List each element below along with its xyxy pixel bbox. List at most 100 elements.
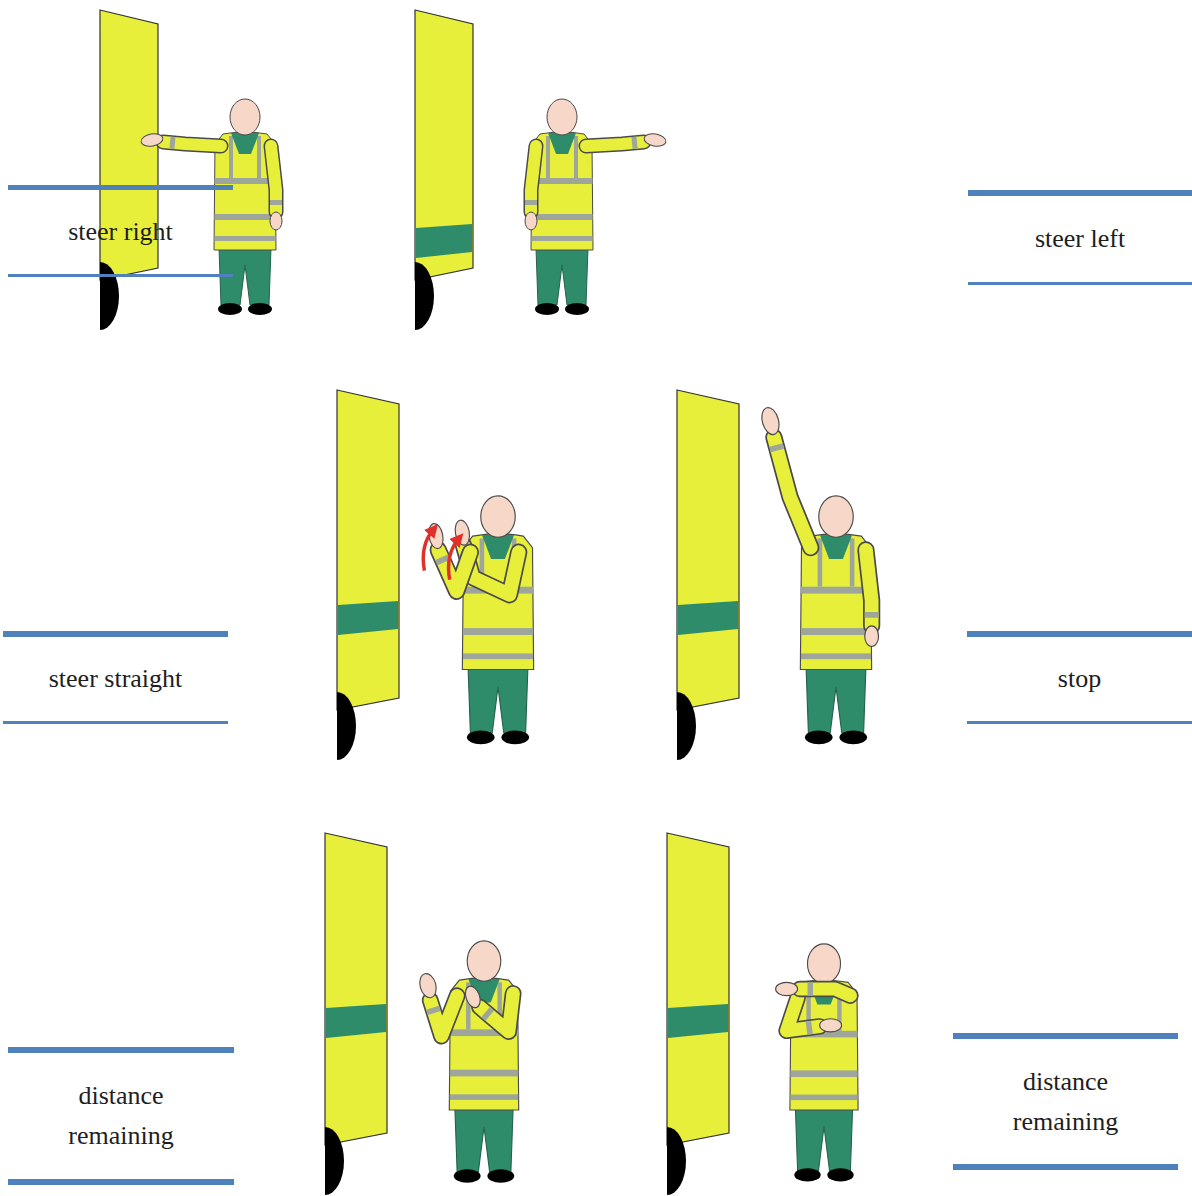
marshal-figure xyxy=(423,496,533,744)
jacket-reflector xyxy=(215,178,276,184)
head xyxy=(547,99,577,135)
vehicle-side xyxy=(100,10,158,330)
signal-label: distance remaining xyxy=(46,1076,196,1156)
sleeve-reflector xyxy=(433,1008,435,1013)
vehicle-wheel xyxy=(325,1127,344,1195)
jacket-reflector xyxy=(532,236,593,241)
sleeve xyxy=(163,142,221,146)
vehicle-side xyxy=(337,390,399,760)
shoe xyxy=(218,303,242,315)
shoe xyxy=(827,1168,853,1181)
jacket-reflector xyxy=(229,136,233,178)
shoe xyxy=(454,1169,481,1182)
sleeve-reflector xyxy=(632,137,637,149)
collar xyxy=(231,133,259,154)
sleeve-outline xyxy=(586,142,644,146)
sleeve-reflector xyxy=(776,445,777,451)
trousers xyxy=(806,667,866,733)
shoe xyxy=(248,303,272,315)
head xyxy=(808,944,841,984)
hand xyxy=(417,972,439,1000)
signal-label: stop xyxy=(970,659,1190,699)
sleeve-outline xyxy=(787,998,820,1031)
vehicle-stripe xyxy=(416,224,472,258)
sleeve-reflector xyxy=(170,137,175,149)
sleeve xyxy=(430,996,457,1036)
jacket-reflector xyxy=(801,628,871,635)
vehicle-wheel xyxy=(667,1127,686,1195)
signal-label: steer straight xyxy=(6,659,226,699)
vehicle-stripe xyxy=(338,601,398,635)
jacket-reflector xyxy=(215,214,276,220)
jacket-reflector xyxy=(790,1070,857,1077)
jacket-reflector xyxy=(463,653,533,659)
signal-label: steer left xyxy=(970,219,1190,259)
shoe xyxy=(839,730,867,744)
jacket-reflector xyxy=(450,1070,518,1077)
sleeve xyxy=(271,146,276,212)
jacket-reflector xyxy=(801,653,871,659)
hand xyxy=(140,132,164,148)
signal-label: distance remaining xyxy=(991,1062,1141,1142)
head xyxy=(467,941,501,981)
jacket-reflector xyxy=(257,136,261,178)
shoe xyxy=(794,1168,820,1181)
head xyxy=(481,496,516,537)
sleeve-reflector xyxy=(486,1012,490,1016)
trousers xyxy=(455,1108,513,1172)
vehicle-wheel xyxy=(337,692,356,760)
vehicle-stripe xyxy=(668,1004,728,1038)
label-band: steer straight xyxy=(3,631,228,724)
hand xyxy=(270,212,282,230)
vehicle-side xyxy=(677,390,739,760)
hand xyxy=(865,626,879,647)
arm xyxy=(140,132,221,148)
hand xyxy=(820,1019,842,1032)
jacket-reflector xyxy=(463,628,533,635)
vehicle-side xyxy=(325,833,387,1195)
label-band: steer right xyxy=(8,185,233,277)
sleeve-outline xyxy=(480,994,514,1032)
arm xyxy=(525,146,537,230)
jacket-reflector xyxy=(850,538,855,586)
jacket-reflector xyxy=(790,1095,857,1101)
marshal-figure xyxy=(776,944,859,1182)
sleeve-outline xyxy=(866,550,872,626)
vehicle-wheel xyxy=(677,692,696,760)
vehicle-side xyxy=(667,833,729,1195)
sleeve-outline xyxy=(271,146,276,212)
sleeve-reflector xyxy=(270,200,282,205)
jacket-reflector xyxy=(450,1094,518,1100)
head xyxy=(819,496,854,537)
arm xyxy=(586,132,667,148)
sleeve-reflector xyxy=(865,612,879,618)
sleeve-reflector xyxy=(807,1021,812,1035)
vehicle-stripe xyxy=(678,601,738,635)
jacket-reflector xyxy=(801,587,871,594)
sleeve xyxy=(586,142,644,146)
shoe xyxy=(535,303,559,315)
sleeve xyxy=(787,998,820,1031)
sleeve xyxy=(438,550,470,591)
sleeve xyxy=(866,550,872,626)
shoe xyxy=(467,730,495,744)
sleeve xyxy=(480,994,514,1032)
vehicle-body xyxy=(337,390,399,710)
marshal-figure xyxy=(140,99,282,315)
arm xyxy=(787,998,842,1032)
vehicle-body xyxy=(677,390,739,710)
trousers xyxy=(536,248,588,305)
motion-arrow xyxy=(423,529,433,570)
trousers xyxy=(795,1108,852,1171)
sleeve-reflector xyxy=(525,200,537,205)
hand xyxy=(643,132,667,148)
jacket-reflector xyxy=(546,136,550,178)
vehicle-wheel xyxy=(415,262,434,330)
marshal-figure xyxy=(525,99,667,315)
jacket-reflector xyxy=(532,178,593,184)
arm xyxy=(270,146,282,230)
